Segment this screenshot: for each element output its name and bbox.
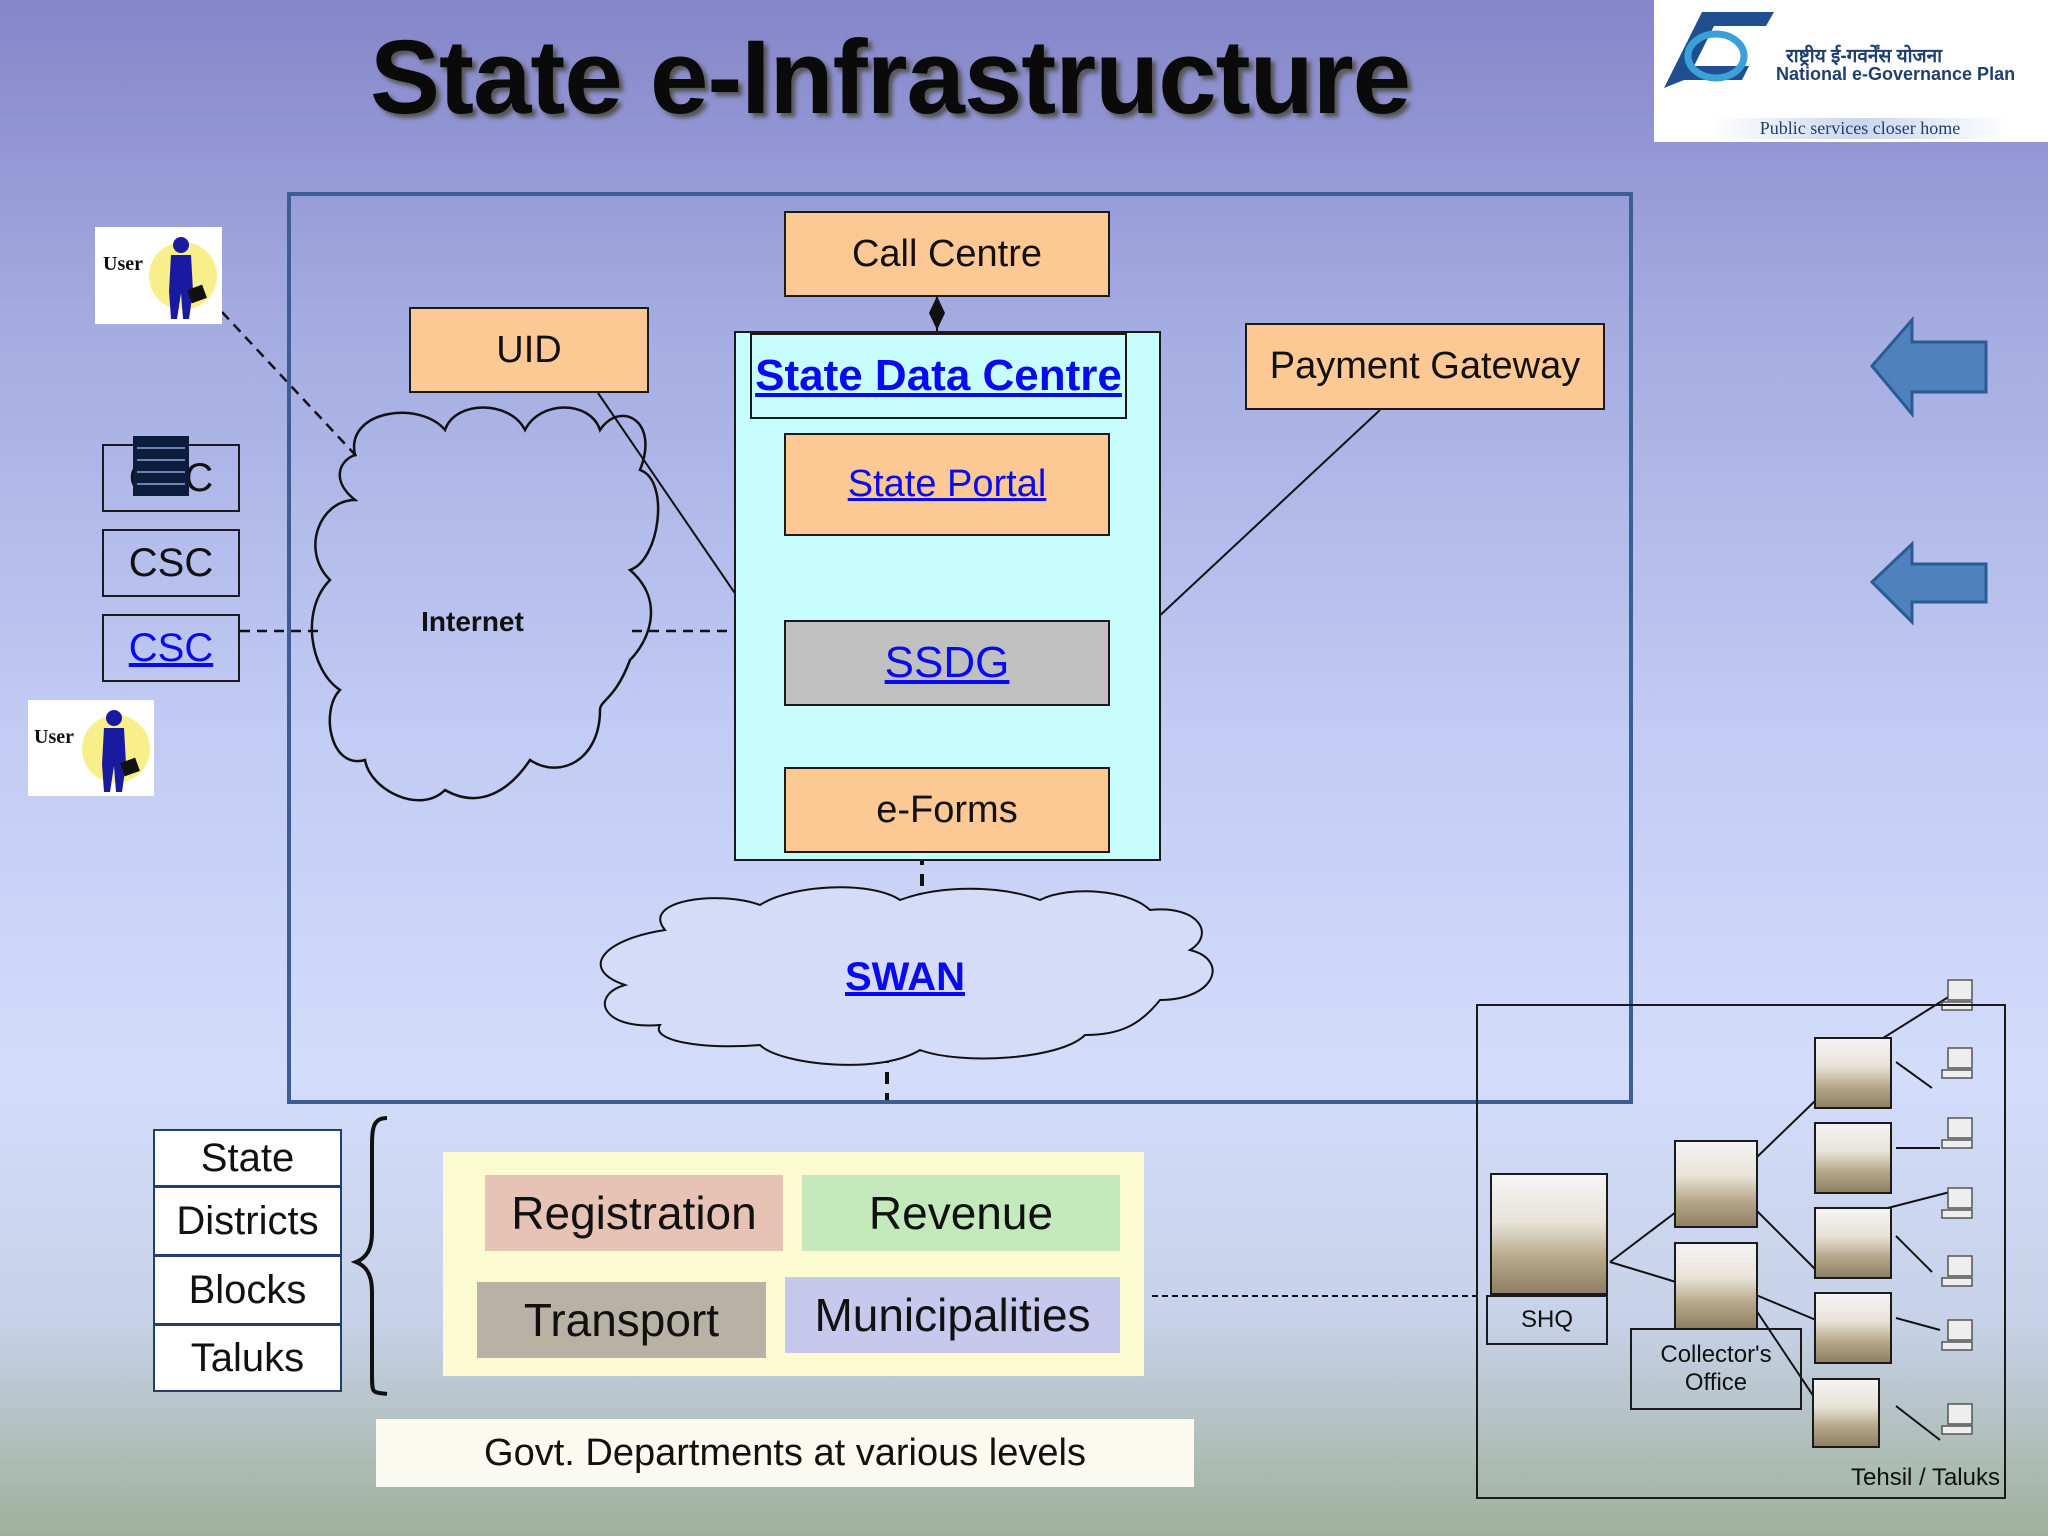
- server-icon: [133, 436, 189, 496]
- logo-english: National e-Governance Plan: [1776, 64, 2016, 84]
- taluk-building-icon: [1814, 1292, 1892, 1364]
- taluk-building-icon: [1812, 1378, 1880, 1448]
- collector-office-label: Collector's Office: [1630, 1328, 1802, 1410]
- person-icon: [82, 710, 150, 792]
- uid-box: UID: [409, 307, 649, 393]
- payment-gateway-box: Payment Gateway: [1245, 323, 1605, 410]
- tehsil-label: Tehsil / Taluks: [1851, 1464, 2000, 1491]
- swan-cloud: [599, 886, 1214, 1066]
- dept-registration: Registration: [485, 1175, 783, 1251]
- swan-link[interactable]: SWAN: [845, 955, 965, 999]
- level-blocks: Blocks: [153, 1255, 342, 1325]
- internet-cloud: [310, 406, 660, 802]
- dept-transport: Transport: [477, 1282, 766, 1358]
- departments-caption: Govt. Departments at various levels: [376, 1419, 1194, 1487]
- egov-logo-icon: [1664, 12, 1774, 88]
- ssdg-link[interactable]: SSDG: [784, 620, 1110, 706]
- logo-tagline: Public services closer home: [1710, 118, 2010, 139]
- level-brace: [350, 1116, 388, 1396]
- call-centre-box: Call Centre: [784, 211, 1110, 297]
- network-lines: [1609, 995, 1951, 1441]
- dept-municipalities: Municipalities: [785, 1277, 1120, 1353]
- csc-link[interactable]: CSC: [102, 614, 240, 682]
- user-label: User: [103, 253, 143, 275]
- state-infra-frame: [287, 192, 1633, 1104]
- user-avatar: User: [28, 700, 154, 796]
- csc-box: CSC: [102, 529, 240, 597]
- internet-label: Internet: [421, 606, 524, 637]
- person-icon: [149, 237, 217, 319]
- user-label: User: [34, 726, 74, 748]
- district-building-icon: [1674, 1242, 1758, 1330]
- taluk-building-icon: [1814, 1037, 1892, 1109]
- district-building-icon: [1674, 1140, 1758, 1228]
- level-state: State: [153, 1129, 342, 1187]
- shq-label: SHQ: [1486, 1295, 1608, 1345]
- taluk-building-icon: [1814, 1207, 1892, 1279]
- state-data-centre-link[interactable]: State Data Centre: [750, 333, 1127, 419]
- logo-hindi: राष्ट्रीय ई-गवर्नेंस योजना: [1786, 46, 1943, 67]
- taluk-building-icon: [1814, 1122, 1892, 1194]
- eforms-box: e-Forms: [784, 767, 1110, 853]
- left-arrow-icon: [1870, 315, 1988, 419]
- negp-logo: राष्ट्रीय ई-गवर्नेंस योजना National e-Go…: [1654, 0, 2048, 142]
- left-arrow-icon: [1869, 540, 1988, 626]
- user-avatar: User: [95, 227, 222, 324]
- shq-building-icon: [1490, 1173, 1608, 1295]
- network-frame: [1476, 1004, 2006, 1499]
- computer-icons: [1941, 979, 1973, 1435]
- dept-revenue: Revenue: [802, 1175, 1120, 1251]
- state-portal-link[interactable]: State Portal: [784, 433, 1110, 536]
- level-taluks: Taluks: [153, 1324, 342, 1392]
- diamond-connector: [929, 296, 945, 330]
- level-districts: Districts: [153, 1186, 342, 1256]
- page-title: State e-Infrastructure: [370, 19, 1411, 136]
